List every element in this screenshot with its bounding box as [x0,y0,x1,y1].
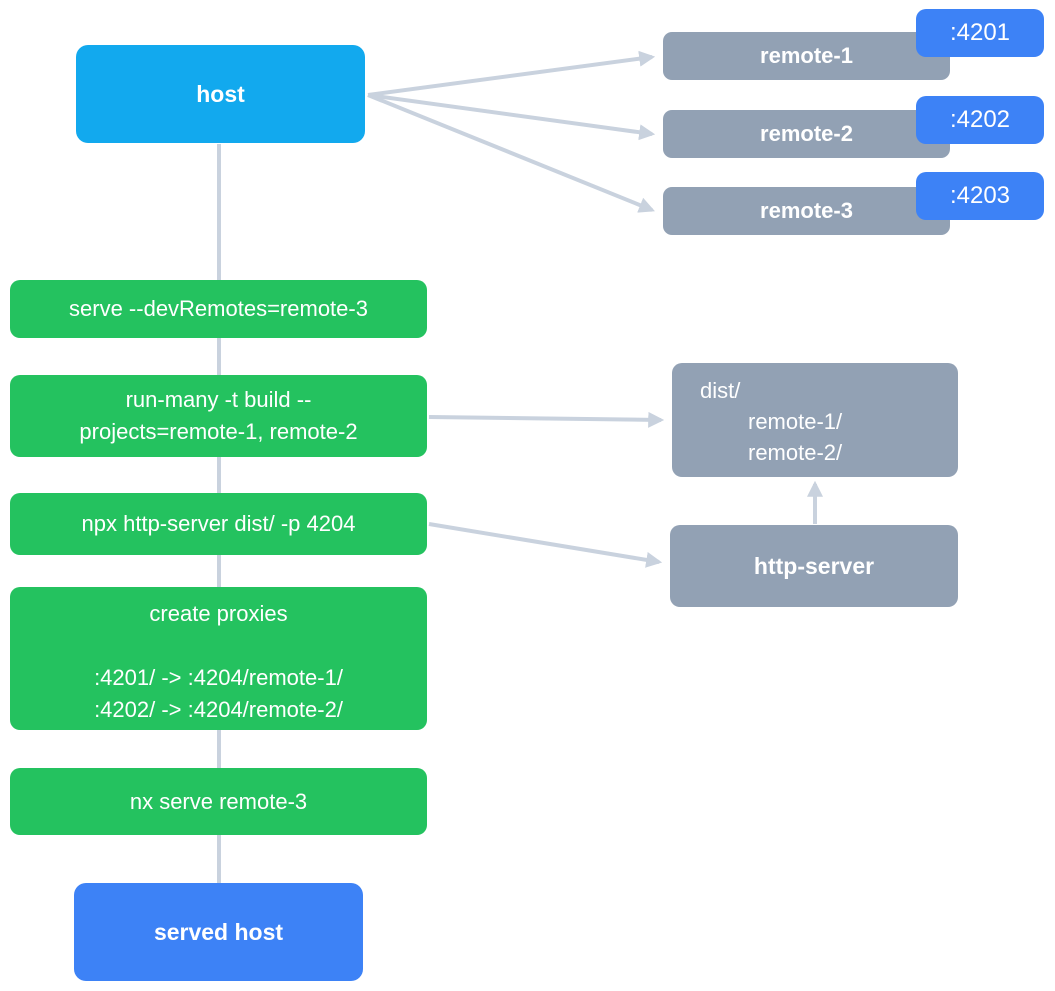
command-npx-http-server: npx http-server dist/ -p 4204 [10,493,427,555]
remote-3-port: :4203 [949,182,1011,209]
command-text: projects=remote-1, remote-2 [79,419,358,444]
command-create-proxies: create proxies :4201/ -> :4204/remote-1/… [10,587,427,730]
served-host-node: served host [74,883,363,981]
command-serve-devremotes: serve --devRemotes=remote-3 [10,280,427,338]
remote-2-port: :4202 [949,106,1011,133]
command-text: :4201/ -> :4204/remote-1/ [94,665,343,690]
command-text: :4202/ -> :4204/remote-2/ [94,697,343,722]
dist-folder-node: dist/ remote-1/ remote-2/ [672,363,958,477]
remote-1-node: remote-1 [663,32,950,80]
host-label: host [196,80,245,107]
arrow-build-to-dist [428,411,665,428]
dist-folder-remote-1: remote-1/ [748,409,843,434]
command-text: run-many -t build -- [125,387,312,412]
remote-2-port-badge: :4202 [916,96,1044,144]
arrow-host-to-remote-1 [367,50,656,97]
arrow-host-to-remote-3 [367,93,655,213]
http-server-label: http-server [753,552,875,579]
remote-2-label: remote-2 [760,121,853,146]
remote-1-port: :4201 [949,19,1011,46]
served-host-label: served host [153,918,284,945]
dist-folder-root: dist/ [700,378,741,403]
remote-1-port-badge: :4201 [916,9,1044,57]
remote-3-label: remote-3 [760,198,853,223]
host-node: host [76,45,365,143]
remote-2-node: remote-2 [663,110,950,158]
command-nx-serve-remote-3: nx serve remote-3 [10,768,427,835]
command-text: nx serve remote-3 [129,788,308,814]
command-run-many-build: run-many -t build -- projects=remote-1, … [10,375,427,457]
command-text: npx http-server dist/ -p 4204 [81,511,356,536]
remote-3-node: remote-3 [663,187,950,235]
arrow-serve-cmd-to-http-server [428,522,663,568]
command-text: create proxies [149,601,288,626]
http-server-node: http-server [670,525,958,607]
command-text: serve --devRemotes=remote-3 [69,296,368,321]
arrow-host-to-remote-2 [367,93,656,141]
remote-1-label: remote-1 [760,43,853,68]
dist-folder-remote-2: remote-2/ [748,440,843,465]
remote-3-port-badge: :4203 [916,172,1044,220]
